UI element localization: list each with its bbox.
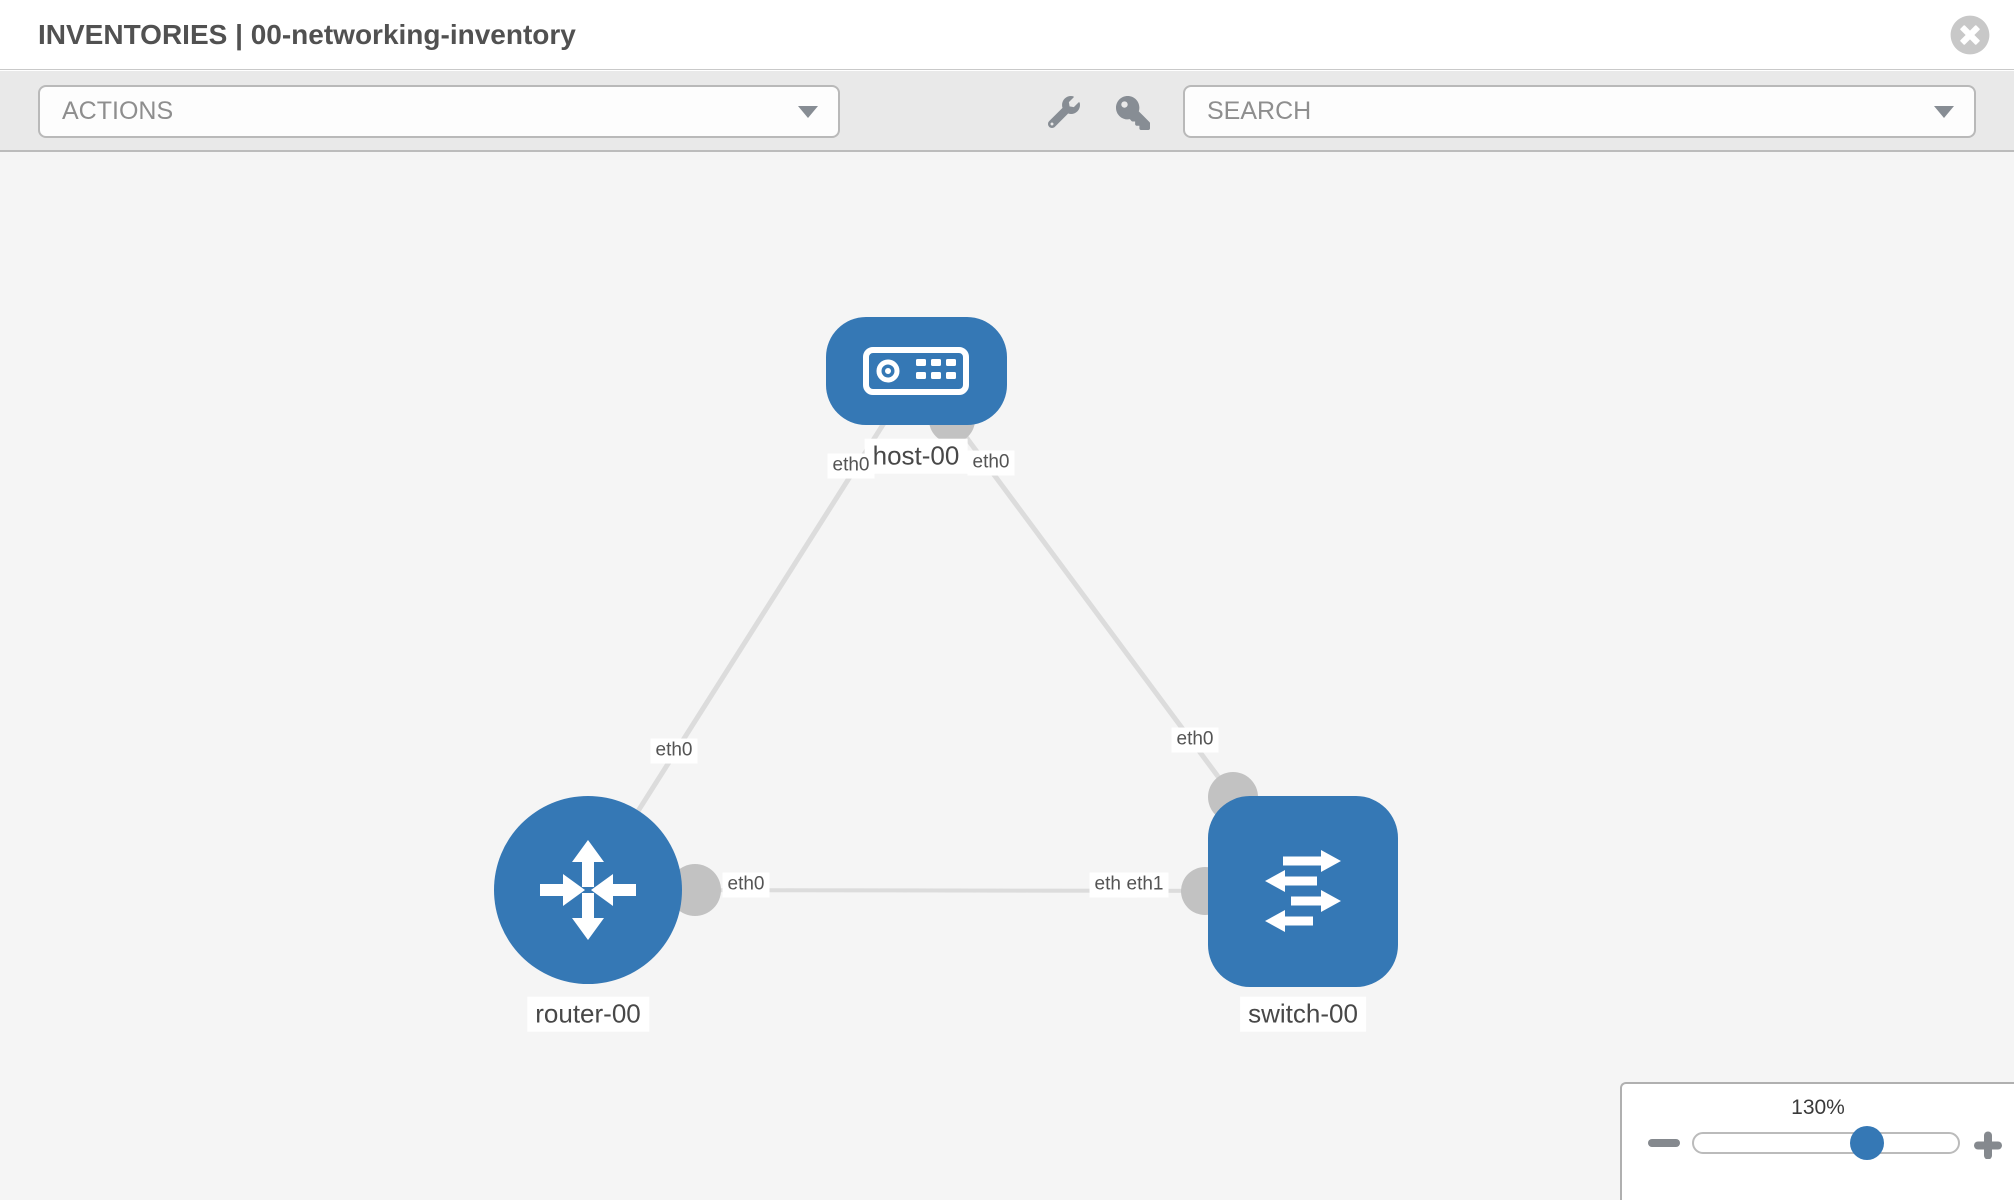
tools-button[interactable]: [1047, 96, 1082, 132]
zoom-value-label: 130%: [1791, 1096, 1845, 1119]
node-switch-00[interactable]: [1208, 796, 1398, 987]
node-label-host: host-00: [864, 438, 968, 474]
chevron-down-icon: [1934, 105, 1954, 118]
zoom-in-button[interactable]: [1974, 1131, 2002, 1160]
interface-label-router-to-switch: eth0: [722, 872, 770, 898]
chevron-down-icon: [798, 105, 818, 118]
node-host-00[interactable]: [826, 317, 1007, 425]
zoom-slider[interactable]: [1692, 1126, 1960, 1160]
topology-canvas[interactable]: host-00 router-00 switch-00 eth0 eth0 et…: [0, 152, 2014, 1200]
close-button[interactable]: [1950, 15, 1990, 55]
interface-label-host-to-router: eth0: [827, 453, 875, 479]
search-dropdown[interactable]: SEARCH: [1183, 85, 1976, 138]
key-button[interactable]: [1116, 96, 1150, 130]
zoom-panel: 130%: [1620, 1082, 2014, 1200]
interface-label-router-to-host: eth0: [650, 738, 698, 764]
host-icon: [863, 347, 969, 395]
actions-dropdown[interactable]: ACTIONS: [38, 85, 840, 138]
router-icon: [540, 840, 636, 940]
port-circle-router-right: [669, 864, 721, 916]
interface-label-switch-to-router: eth1: [1121, 872, 1169, 898]
interface-label-host-to-switch: eth0: [967, 450, 1015, 476]
switch-icon: [1265, 850, 1341, 932]
page-title: INVENTORIES | 00-networking-inventory: [38, 18, 576, 50]
node-label-switch: switch-00: [1240, 996, 1366, 1032]
zoom-slider-handle[interactable]: [1850, 1126, 1884, 1160]
node-router-00[interactable]: [494, 796, 682, 984]
key-icon: [1116, 96, 1150, 134]
node-label-router: router-00: [527, 996, 649, 1032]
actions-dropdown-label: ACTIONS: [62, 97, 174, 125]
wrench-icon: [1047, 96, 1080, 132]
interface-label-switch-to-host: eth0: [1171, 727, 1219, 753]
plus-icon: [1974, 1131, 2002, 1160]
toolbar: ACTIONS SEARCH: [0, 71, 2014, 152]
search-dropdown-label: SEARCH: [1207, 97, 1312, 125]
close-icon: [1950, 15, 1990, 59]
zoom-out-button[interactable]: [1648, 1139, 1680, 1147]
header: INVENTORIES | 00-networking-inventory: [0, 0, 2014, 70]
